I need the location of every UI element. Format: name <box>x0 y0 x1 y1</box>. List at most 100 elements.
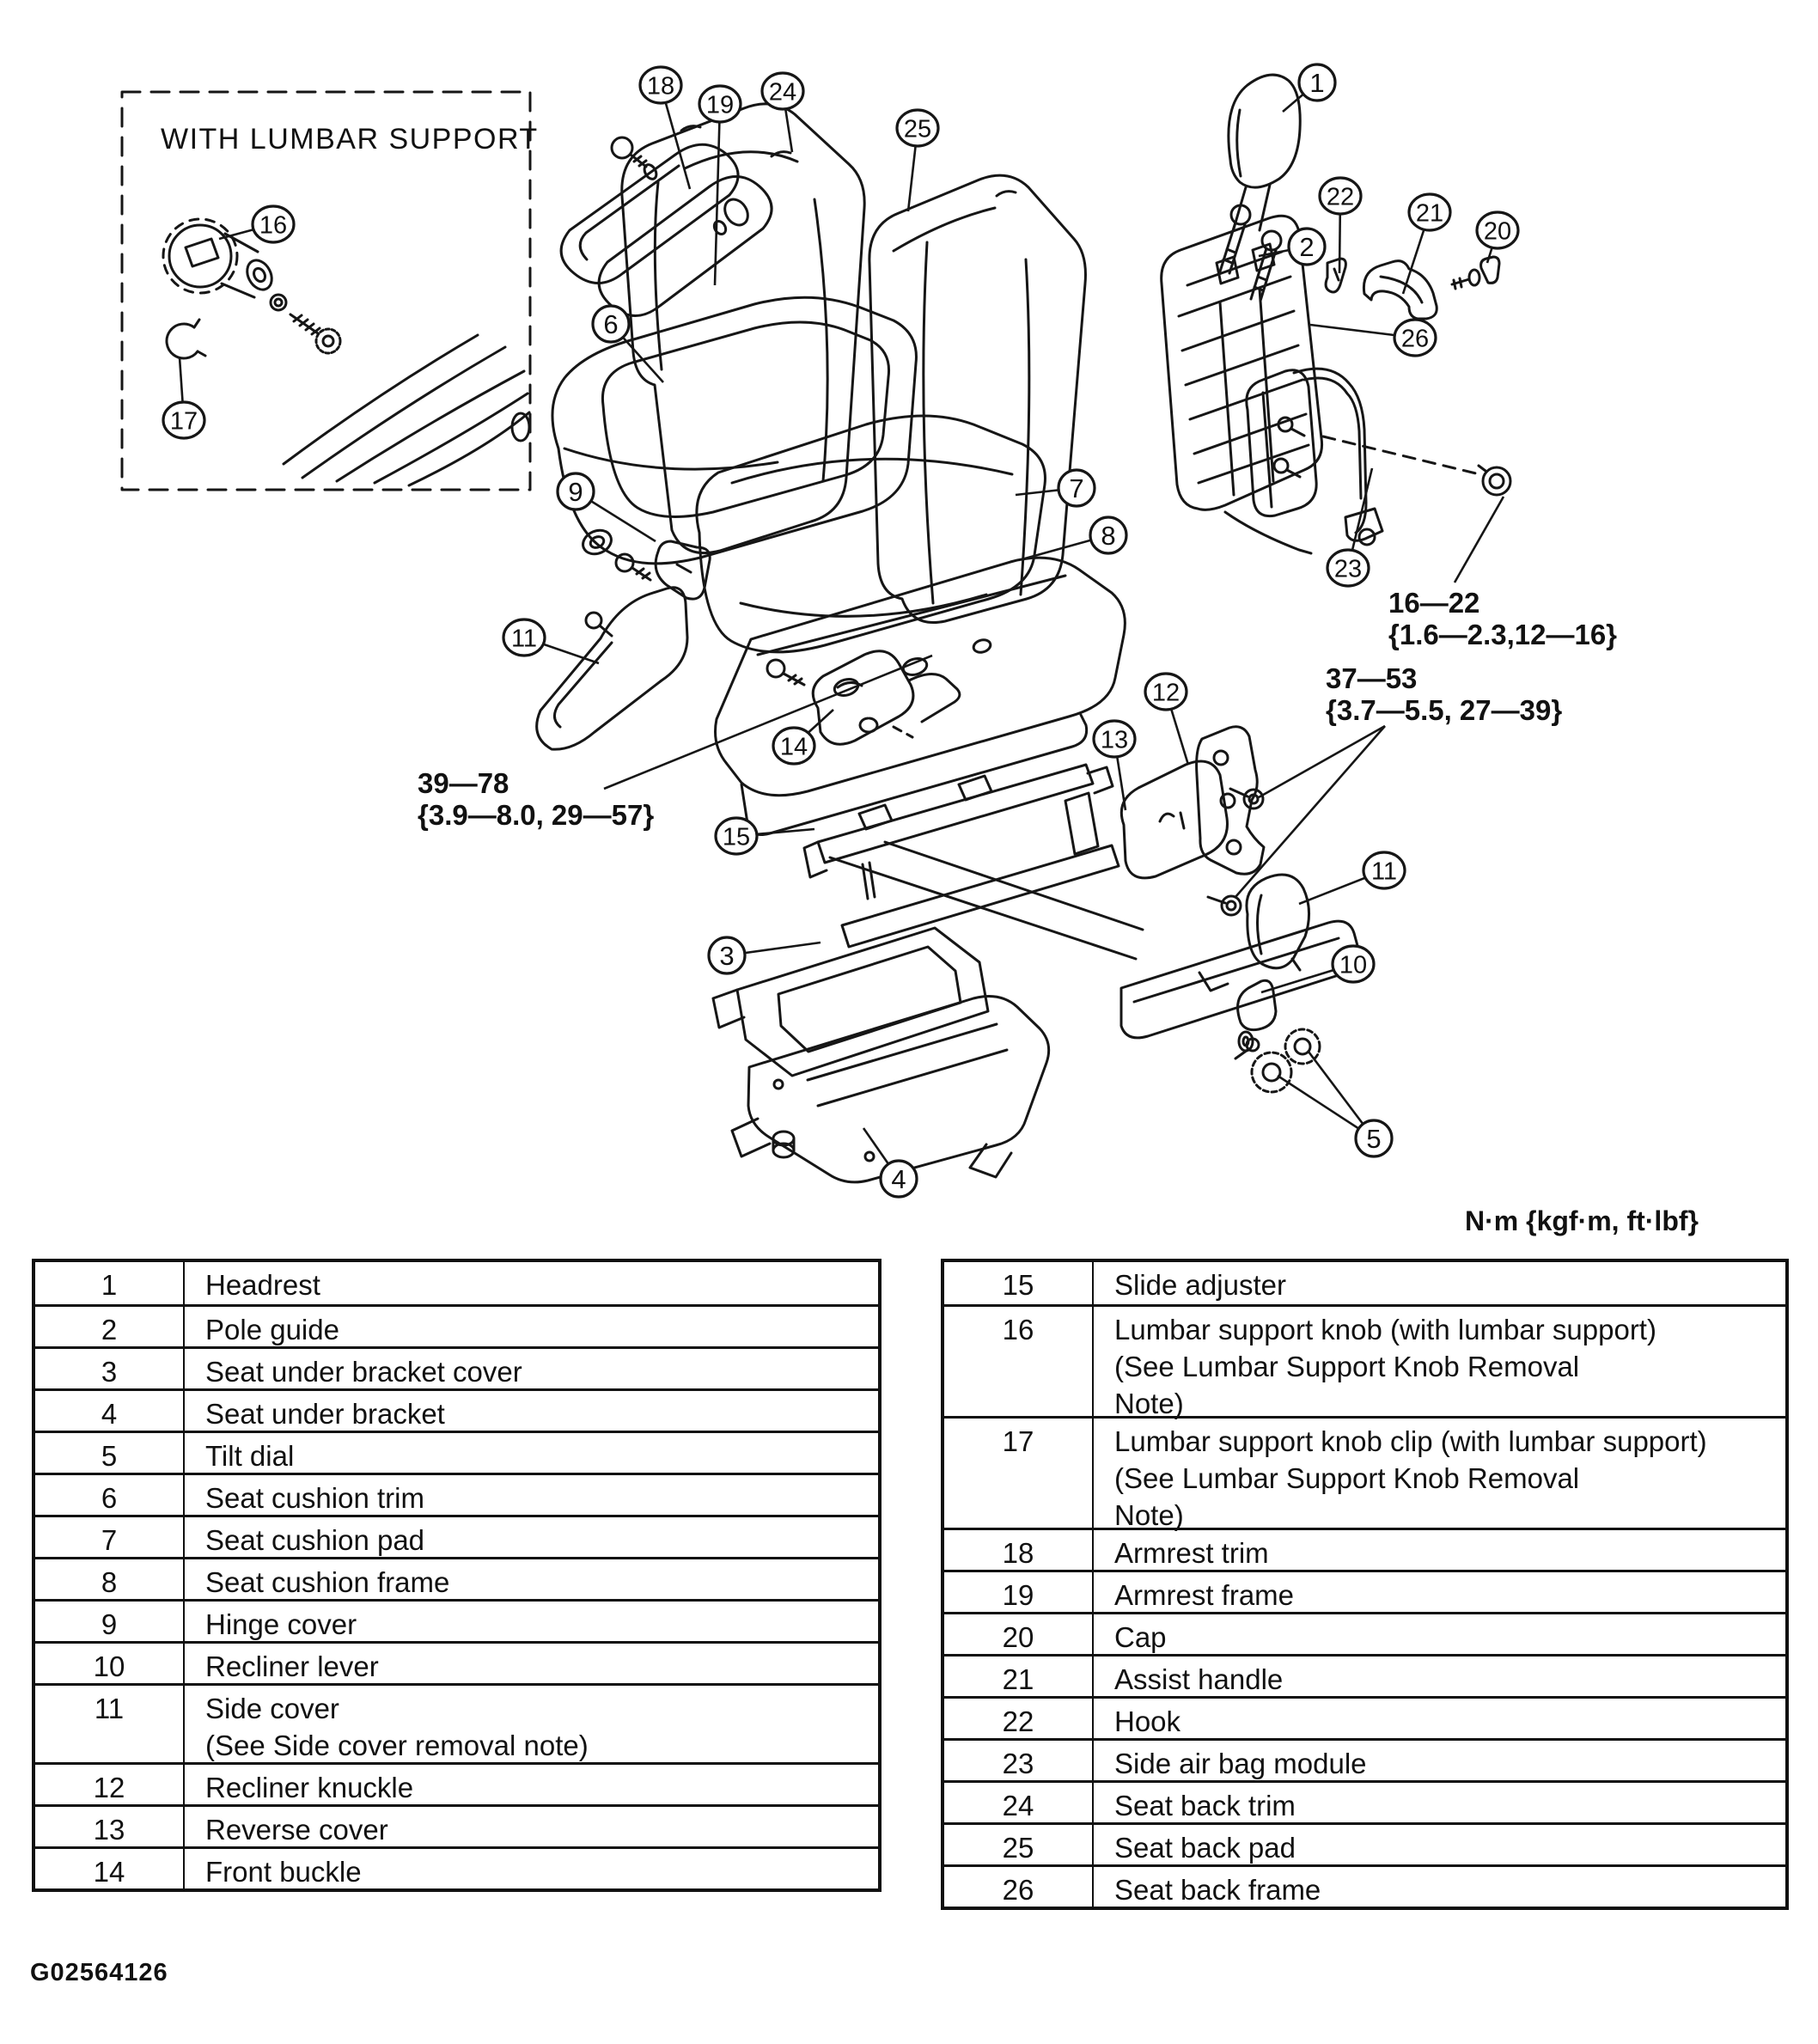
part-name-cell: Armrest frame <box>1114 1579 1295 1611</box>
callout-circle <box>1393 318 1437 357</box>
callout-11: 11 <box>1298 851 1406 906</box>
part-side-cover-right <box>1245 873 1310 972</box>
callout-circle <box>162 400 206 440</box>
part-side-cover-left <box>535 586 689 751</box>
callout-22: 22 <box>1318 176 1363 274</box>
part-name-cell: Side air bag module <box>1114 1748 1367 1779</box>
hook-bolt-icon <box>1477 464 1512 497</box>
part-reverse-cover <box>1119 760 1229 880</box>
part-number-cell: 6 <box>35 1475 185 1516</box>
part-headrest <box>1227 73 1302 232</box>
part-name-cell: Seat back trim <box>1114 1790 1296 1821</box>
callout-14: 14 <box>772 709 834 766</box>
part-number-cell: 3 <box>35 1349 185 1390</box>
callout-number: 25 <box>904 115 931 143</box>
callout-circle <box>1475 211 1520 250</box>
part-tilt-dials <box>1237 1028 1321 1094</box>
torque-metric: {3.7—5.5, 27—39} <box>1326 694 1562 726</box>
callout-number: 15 <box>723 823 750 851</box>
part-number-cell: 22 <box>944 1699 1094 1740</box>
part-lumbar-support-knob <box>162 217 342 355</box>
callout-number: 20 <box>1484 217 1511 245</box>
callout-number: 9 <box>568 477 583 507</box>
part-name-cell: Seat under bracket cover <box>205 1356 522 1388</box>
part-number-cell: 4 <box>35 1391 185 1432</box>
part-name-cell: Tilt dial <box>205 1440 295 1472</box>
part-cap <box>1479 255 1501 284</box>
part-number-cell: 25 <box>944 1825 1094 1866</box>
torque-metric: {1.6—2.3,12—16} <box>1388 619 1617 650</box>
unit-note: N·m {kgf·m, ft·lbf} <box>1465 1205 1699 1236</box>
callout-number: 23 <box>1334 555 1362 583</box>
part-name-cell: Seat back frame <box>1114 1874 1321 1906</box>
part-number-cell: 9 <box>35 1602 185 1643</box>
callout-number: 16 <box>259 211 287 239</box>
part-armrest-trim <box>559 143 740 284</box>
table-row: 14 Front buckle <box>35 1846 878 1890</box>
table-row: 24 Seat back trim <box>944 1780 1785 1824</box>
callout-number: 22 <box>1327 183 1354 211</box>
part-name-cell: Front buckle <box>205 1856 362 1888</box>
inset-title: WITH LUMBAR SUPPORT <box>161 123 539 156</box>
callout-circle <box>556 472 595 511</box>
callout-circle <box>1407 192 1452 232</box>
callout-number: 18 <box>647 72 674 100</box>
part-name-cell: Seat cushion trim <box>205 1482 424 1514</box>
callout-circle <box>1144 672 1188 711</box>
callout-circle <box>591 304 631 344</box>
torque-spec-39—78: 39—78{3.9—8.0, 29—57} <box>418 654 933 831</box>
part-name-cell: Recliner knuckle <box>205 1772 414 1803</box>
callout-circle <box>638 65 683 105</box>
part-number-cell: 24 <box>944 1783 1094 1824</box>
callout-21: 21 <box>1401 192 1452 295</box>
part-pole-guides <box>1218 204 1283 302</box>
callout-number: 26 <box>1401 325 1429 352</box>
part-seat-cushion-trim <box>551 296 918 565</box>
part-number-cell: 20 <box>944 1614 1094 1656</box>
callout-circle <box>1326 548 1370 588</box>
part-number-cell: 26 <box>944 1867 1094 1908</box>
callout-3: 3 <box>707 936 821 975</box>
callout-circle <box>698 84 742 124</box>
part-name-cell: Side cover (See Side cover removal note) <box>205 1693 589 1761</box>
part-seat-back-frame <box>1160 214 1324 555</box>
table-row: 19 Armrest frame <box>944 1570 1785 1614</box>
callout-number: 11 <box>1371 857 1397 885</box>
callout-circle <box>760 71 805 111</box>
part-name-cell: Assist handle <box>1114 1663 1284 1695</box>
callout-11: 11 <box>502 618 600 665</box>
part-name-cell: Armrest trim <box>1114 1537 1269 1569</box>
lumbar-inset-box: WITH LUMBAR SUPPORT <box>120 90 539 491</box>
callout-12: 12 <box>1144 672 1190 766</box>
callout-26: 26 <box>1309 318 1437 357</box>
part-number-cell: 19 <box>944 1572 1094 1614</box>
torque-value: 16—22 <box>1388 587 1479 619</box>
part-name-cell: Cap <box>1114 1621 1167 1653</box>
part-number-cell: 1 <box>35 1262 185 1304</box>
callout-circle <box>1057 468 1096 508</box>
part-number-cell: 14 <box>35 1849 185 1890</box>
part-number-cell: 8 <box>35 1559 185 1601</box>
torque-value: 39—78 <box>418 767 509 799</box>
part-number-cell: 17 <box>944 1419 1094 1534</box>
table-row: 20 Cap <box>944 1612 1785 1656</box>
part-seat-back-pad <box>868 174 1087 624</box>
part-name-cell: Lumbar support knob clip (with lumbar su… <box>1114 1425 1707 1531</box>
callout-number: 10 <box>1339 951 1367 979</box>
callout-number: 11 <box>511 625 537 652</box>
callout-16: 16 <box>218 204 296 244</box>
part-name-cell: Recliner lever <box>205 1650 379 1682</box>
part-front-buckle <box>766 650 961 746</box>
part-name-cell: Slide adjuster <box>1114 1269 1286 1301</box>
torque-value: 37—53 <box>1326 662 1417 694</box>
callout-15: 15 <box>714 816 815 856</box>
